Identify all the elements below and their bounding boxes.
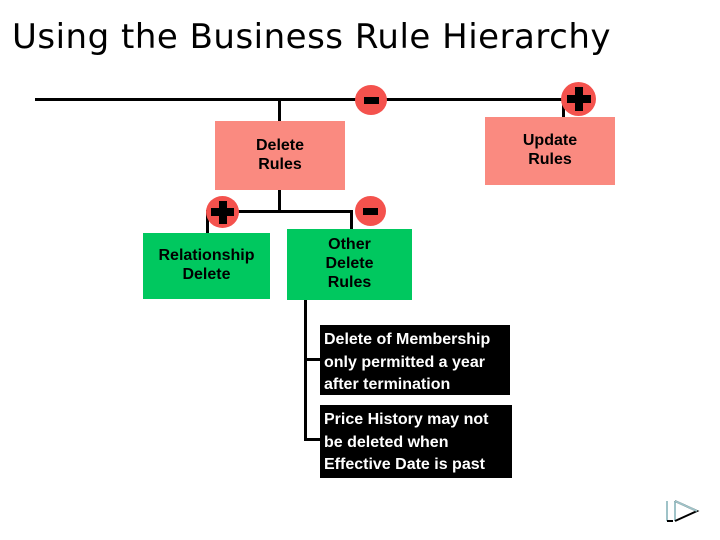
node-update-rules[interactable]: Update Rules	[485, 117, 615, 185]
next-slide-button[interactable]	[663, 496, 705, 526]
node-delete-rules-line1: Delete	[255, 136, 305, 154]
note-membership-delete-line1: Delete of Membership	[324, 331, 491, 348]
page-title: Using the Business Rule Hierarchy	[12, 17, 611, 57]
node-delete-rules[interactable]: Delete Rules	[215, 121, 345, 190]
note-price-history-line1: Price History may not	[324, 411, 489, 428]
node-delete-rules-line2: Rules	[258, 155, 302, 173]
connector-to-note-1	[304, 358, 322, 361]
node-other-delete-rules[interactable]: Other Delete Rules	[287, 229, 412, 300]
minus-bar	[363, 96, 379, 104]
connector-notes-spine	[304, 300, 307, 440]
node-other-delete-rules-line3: Rules	[327, 273, 372, 291]
note-price-history-line3: Effective Date is past	[324, 456, 485, 474]
connector-to-delete-rules	[278, 98, 281, 122]
minus-bar	[363, 207, 378, 215]
plus-bar-vertical	[218, 200, 227, 224]
node-update-rules-line1: Update	[522, 132, 578, 150]
connector-top-rail	[35, 98, 580, 101]
plus-icon-relationship-delete[interactable]	[206, 196, 239, 228]
node-other-delete-rules-line1: Other	[328, 236, 371, 254]
connector-delete-rules-stem	[278, 190, 281, 212]
node-relationship-delete-line2: Delete	[182, 266, 231, 283]
plus-icon-update-rules[interactable]	[561, 82, 596, 116]
node-other-delete-rules-line2: Delete	[325, 255, 374, 273]
node-update-rules-line2: Rules	[528, 151, 572, 168]
connector-row2-rail	[206, 210, 353, 213]
node-relationship-delete-line1: Relationship	[158, 247, 255, 265]
note-price-history-line2: be deleted when	[324, 433, 449, 451]
minus-icon-delete-rules[interactable]	[355, 85, 387, 115]
note-membership-delete[interactable]: Delete of Membership only permitted a ye…	[320, 325, 510, 395]
connector-to-other-delete-rules	[350, 210, 353, 230]
minus-icon-other-delete-rules[interactable]	[355, 196, 386, 226]
note-price-history[interactable]: Price History may not be deleted when Ef…	[320, 405, 512, 478]
note-membership-delete-line2: only permitted a year	[324, 353, 485, 371]
connector-to-relationship-delete	[206, 210, 209, 234]
connector-to-note-2	[304, 438, 322, 441]
note-membership-delete-line3: after termination	[324, 376, 451, 394]
node-relationship-delete[interactable]: Relationship Delete	[143, 233, 270, 299]
play-arrow-icon	[666, 500, 700, 522]
plus-bar-vertical	[574, 87, 583, 111]
